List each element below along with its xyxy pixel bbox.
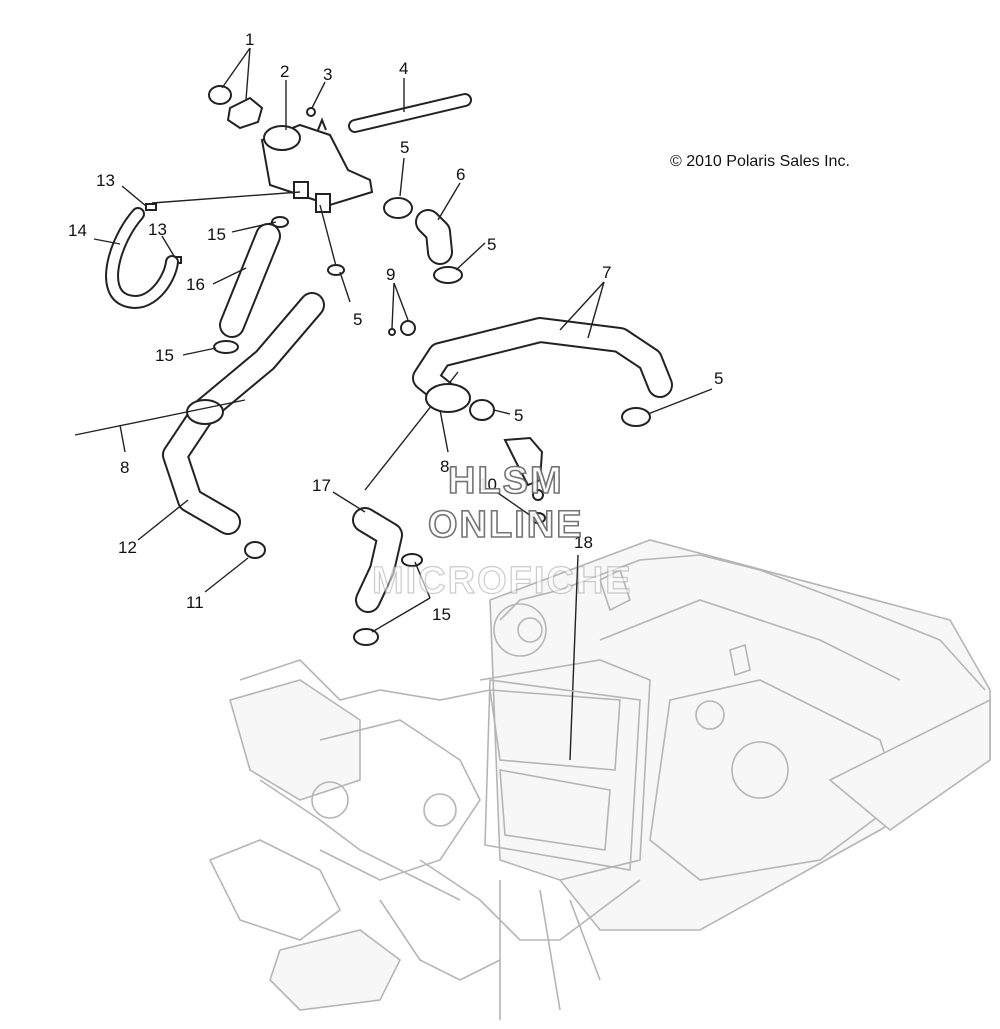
callout-11: 11 [186,593,204,612]
callout-15: 15 [155,346,174,365]
callout-13: 13 [148,220,167,239]
callout-9: 9 [386,265,395,284]
callout-15: 15 [432,605,451,624]
part-14-hose [105,207,179,309]
part-8-wire [74,371,471,491]
part-12-hose [162,292,325,535]
callout-6: 6 [456,165,465,184]
watermark-line-2: ONLINE [427,503,584,547]
callout-7: 7 [602,263,611,282]
leader-lines [93,47,713,633]
part-1-cap [208,85,264,130]
callout-1: 1 [245,30,254,49]
callout-16: 16 [186,275,205,294]
callout-15: 15 [207,225,226,244]
part-4-tube [348,93,472,133]
callout-4: 4 [399,59,408,78]
part-3-screw [306,107,316,117]
part-18-heat-exchanger [484,554,641,871]
callout-2: 2 [280,62,289,81]
callout-10: 10 [478,475,497,494]
callout-5: 5 [487,235,496,254]
callout-18: 18 [574,533,593,552]
watermark-line-3: MICROFICHE [371,559,633,602]
callout-8: 8 [120,458,129,477]
part-17-hose [352,507,403,613]
copyright-notice: © 2010 Polaris Sales Inc. [670,153,850,170]
callout-labels: 1 2 3 4 5 6 5 13 14 13 15 16 5 9 7 15 5 … [68,30,723,624]
part-16-hose [219,223,281,338]
part-2-reservoir [260,117,374,213]
callout-5: 5 [714,369,723,388]
part-9-bracket [388,320,416,336]
callout-3: 3 [323,65,332,84]
chassis-frame [208,539,991,1020]
callout-5: 5 [353,310,362,329]
part-7-hose [412,317,673,411]
part-6-elbow [415,209,453,265]
callout-17: 17 [312,476,331,495]
callout-5: 5 [400,138,409,157]
callout-5: 5 [514,406,523,425]
watermark-line-1: HLSM [447,459,564,503]
part-10-fitting [503,436,544,501]
callout-8: 8 [440,457,449,476]
callout-14: 14 [68,221,87,240]
clamps [145,197,651,646]
callout-12: 12 [118,538,137,557]
callout-13: 13 [96,171,115,190]
